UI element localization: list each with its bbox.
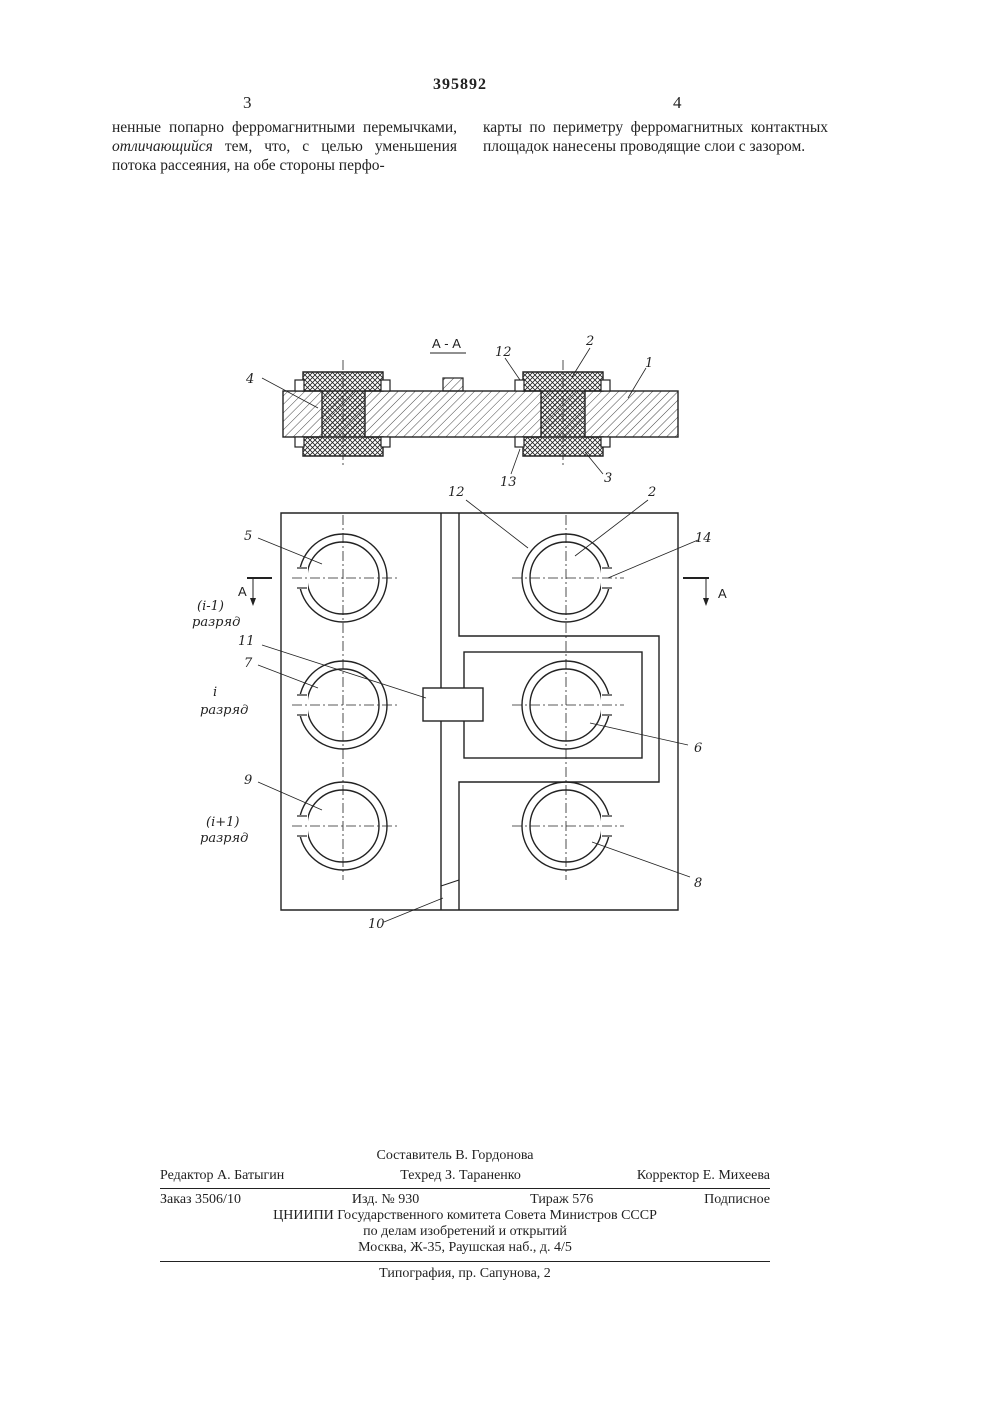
row-prev-index: (i-1): [197, 599, 224, 614]
org-line-3: Москва, Ж-35, Раушская наб., д. 4/5: [160, 1240, 770, 1256]
corrector: Корректор Е. Михеева: [637, 1168, 770, 1184]
label-2-section: 2: [585, 334, 594, 349]
compiler: Составитель В. Гордонова: [140, 1148, 770, 1164]
section-marker-left: А: [238, 578, 272, 606]
label-4: 4: [245, 372, 254, 387]
row-cur-word: разряд: [200, 703, 248, 718]
right-conductive-layer-top-r: [601, 380, 610, 391]
label-6: 6: [694, 741, 702, 756]
section-title: А - А: [432, 336, 461, 351]
label-3: 3: [604, 471, 612, 486]
right-conductive-layer-bottom-r: [601, 437, 610, 447]
section-marker-right-label: А: [718, 586, 727, 601]
label-11: 11: [238, 634, 255, 649]
techred: Техред З. Тараненко: [400, 1168, 521, 1184]
credits-row: Редактор А. Батыгин Техред З. Тараненко …: [160, 1168, 770, 1184]
order-row: Заказ 3506/10 Изд. № 930 Тираж 576 Подпи…: [160, 1192, 770, 1208]
right-conductive-layer-bottom: [515, 437, 524, 447]
label-12: 12: [448, 485, 465, 500]
row-next-word: разряд: [200, 831, 248, 846]
ferromagnetic-jumper-11: [423, 688, 483, 721]
imprint: Составитель В. Гордонова Редактор А. Бат…: [160, 1148, 770, 1282]
printer: Типография, пр. Сапунова, 2: [160, 1266, 770, 1282]
row-cur-index: i: [213, 685, 217, 700]
section-view: А - А 4 12 2 1 13 3: [245, 334, 678, 490]
bus-conductor-outline: [459, 513, 659, 910]
subscription: Подписное: [704, 1192, 770, 1208]
order: Заказ 3506/10: [160, 1192, 241, 1208]
row-next-index: (i+1): [206, 815, 239, 830]
imprint-divider-bottom: [160, 1261, 770, 1262]
edition: Изд. № 930: [352, 1192, 419, 1208]
row-prev-word: разряд: [192, 615, 240, 630]
left-conductive-layer-top: [295, 380, 304, 391]
label-12-section: 12: [495, 345, 512, 360]
label-7: 7: [244, 656, 253, 671]
left-conductive-layer-top-r: [381, 380, 390, 391]
org-line-1: ЦНИИПИ Государственного комитета Совета …: [160, 1208, 770, 1224]
label-9: 9: [244, 773, 252, 788]
plan-view: А А 5 7 9 11 12 2 14 6 8 1: [192, 485, 727, 932]
label-1: 1: [645, 356, 653, 371]
left-conductive-layer-bottom-r: [381, 437, 390, 447]
left-conductive-layer-bottom: [295, 437, 304, 447]
label-5: 5: [244, 529, 252, 544]
label-2: 2: [647, 485, 656, 500]
editor: Редактор А. Батыгин: [160, 1168, 284, 1184]
imprint-divider-top: [160, 1188, 770, 1189]
section-marker-left-label: А: [238, 584, 247, 599]
middle-pad: [443, 378, 463, 391]
label-13: 13: [500, 475, 517, 490]
label-10: 10: [368, 917, 385, 932]
print-run: Тираж 576: [530, 1192, 593, 1208]
label-14: 14: [695, 531, 712, 546]
org-line-2: по делам изобретений и открытий: [160, 1224, 770, 1240]
section-marker-right: А: [683, 578, 727, 606]
right-conductive-layer-top: [515, 380, 524, 391]
label-8: 8: [694, 876, 702, 891]
